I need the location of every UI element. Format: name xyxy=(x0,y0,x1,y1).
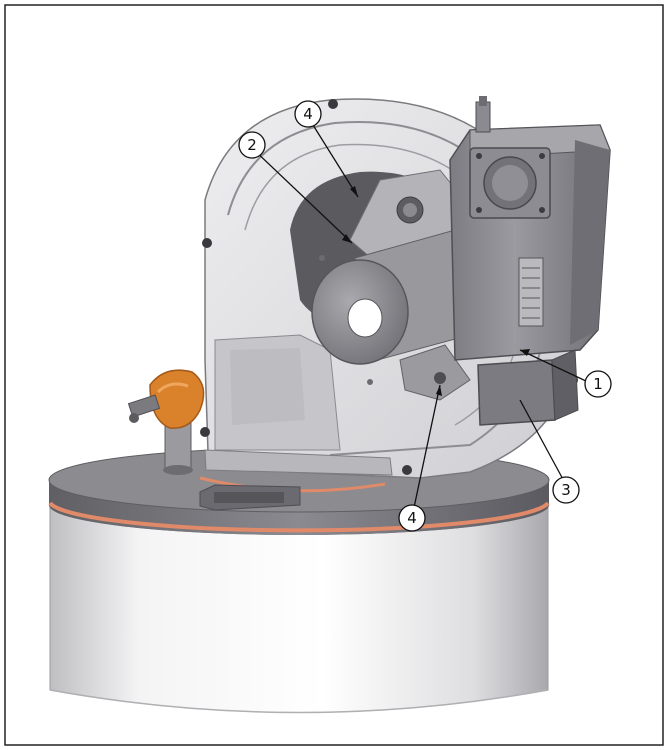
callout-1-label: 1 xyxy=(593,375,603,393)
callout-4-top-label: 4 xyxy=(303,105,313,123)
leader-lines xyxy=(251,116,589,518)
callout-2-label: 2 xyxy=(247,136,257,154)
lower-bracket xyxy=(399,344,471,401)
callout-3: 3 xyxy=(552,476,580,504)
gas-fitting xyxy=(127,369,205,475)
lower-module xyxy=(477,349,579,426)
callout-4-bottom: 4 xyxy=(398,504,426,532)
blower-inlet-tube xyxy=(311,229,471,365)
callout-4-top: 4 xyxy=(294,100,322,128)
callout-1: 1 xyxy=(584,370,612,398)
cylinder-body xyxy=(49,491,549,714)
vent-slots xyxy=(518,257,544,327)
callout-2: 2 xyxy=(238,131,266,159)
gasket-ring xyxy=(48,501,550,533)
callout-4-bottom-label: 4 xyxy=(407,509,417,527)
pressure-nozzle xyxy=(475,101,491,133)
leader-arrowheads xyxy=(342,186,530,396)
callout-3-label: 3 xyxy=(561,481,571,499)
control-box xyxy=(449,96,611,361)
